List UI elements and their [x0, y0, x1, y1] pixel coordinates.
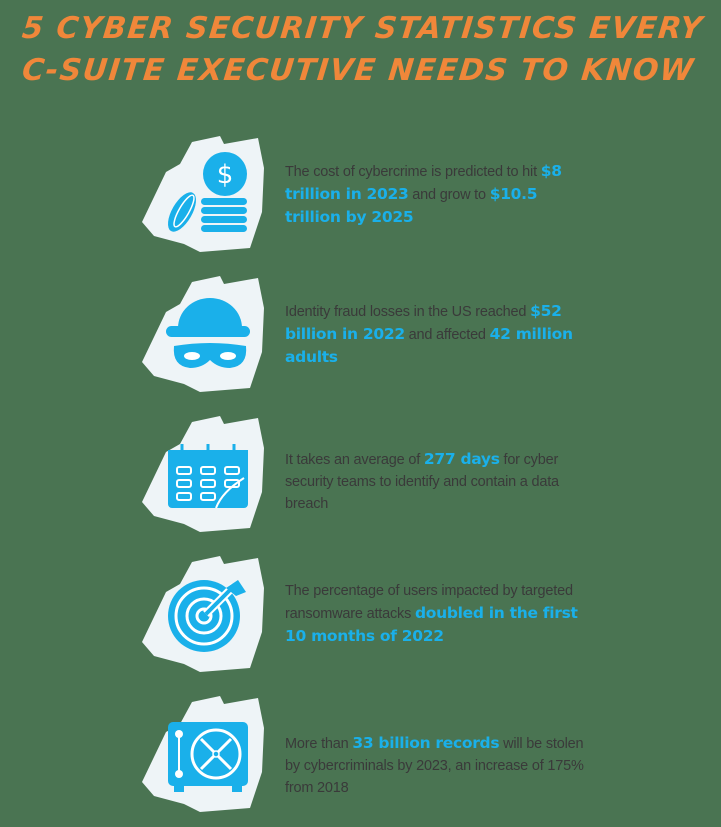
svg-text:$: $	[217, 160, 234, 190]
highlight: doubled in the first 10 months of 2022	[285, 604, 578, 645]
highlight: 277 days	[423, 450, 500, 468]
stat-item-ransomware: The percentage of users impacted by targ…	[140, 552, 620, 687]
stat-text: It takes an average of 277 days for cybe…	[285, 450, 559, 512]
stat-text: Identity fraud losses in the US reached …	[285, 302, 573, 366]
coins-dollar-icon: $	[140, 132, 290, 262]
title-line-2: C-SUITE EXECUTIVE NEEDS TO KNOW	[20, 53, 697, 88]
highlight: $8 trillion in 2023	[285, 162, 562, 203]
highlight: $52 billion in 2022	[285, 302, 562, 343]
stat-text: More than 33 billion records will be sto…	[285, 734, 584, 796]
calendar-icon	[140, 412, 290, 542]
stat-item-breach-days: It takes an average of 277 days for cybe…	[140, 412, 620, 547]
highlight: $10.5 trillion by 2025	[285, 185, 538, 226]
safe-vault-icon	[140, 692, 290, 822]
title-line-1: 5 CYBER SECURITY STATISTICS EVERY	[20, 11, 706, 46]
page-title: 5 CYBER SECURITY STATISTICS EVERY C-SUIT…	[0, 8, 721, 92]
stat-item-identity-fraud: Identity fraud losses in the US reached …	[140, 272, 620, 407]
highlight: 33 billion records	[352, 734, 500, 752]
stat-text: The percentage of users impacted by targ…	[285, 583, 578, 645]
stat-text: The cost of cybercrime is predicted to h…	[285, 162, 562, 226]
highlight: 42 million adults	[285, 325, 573, 366]
masked-thief-icon	[140, 272, 290, 402]
stat-item-cybercrime-cost: $ The cost of cybercrime is predicted to…	[140, 132, 620, 267]
target-arrow-icon	[140, 552, 290, 682]
stat-item-stolen-records: More than 33 billion records will be sto…	[140, 692, 620, 827]
